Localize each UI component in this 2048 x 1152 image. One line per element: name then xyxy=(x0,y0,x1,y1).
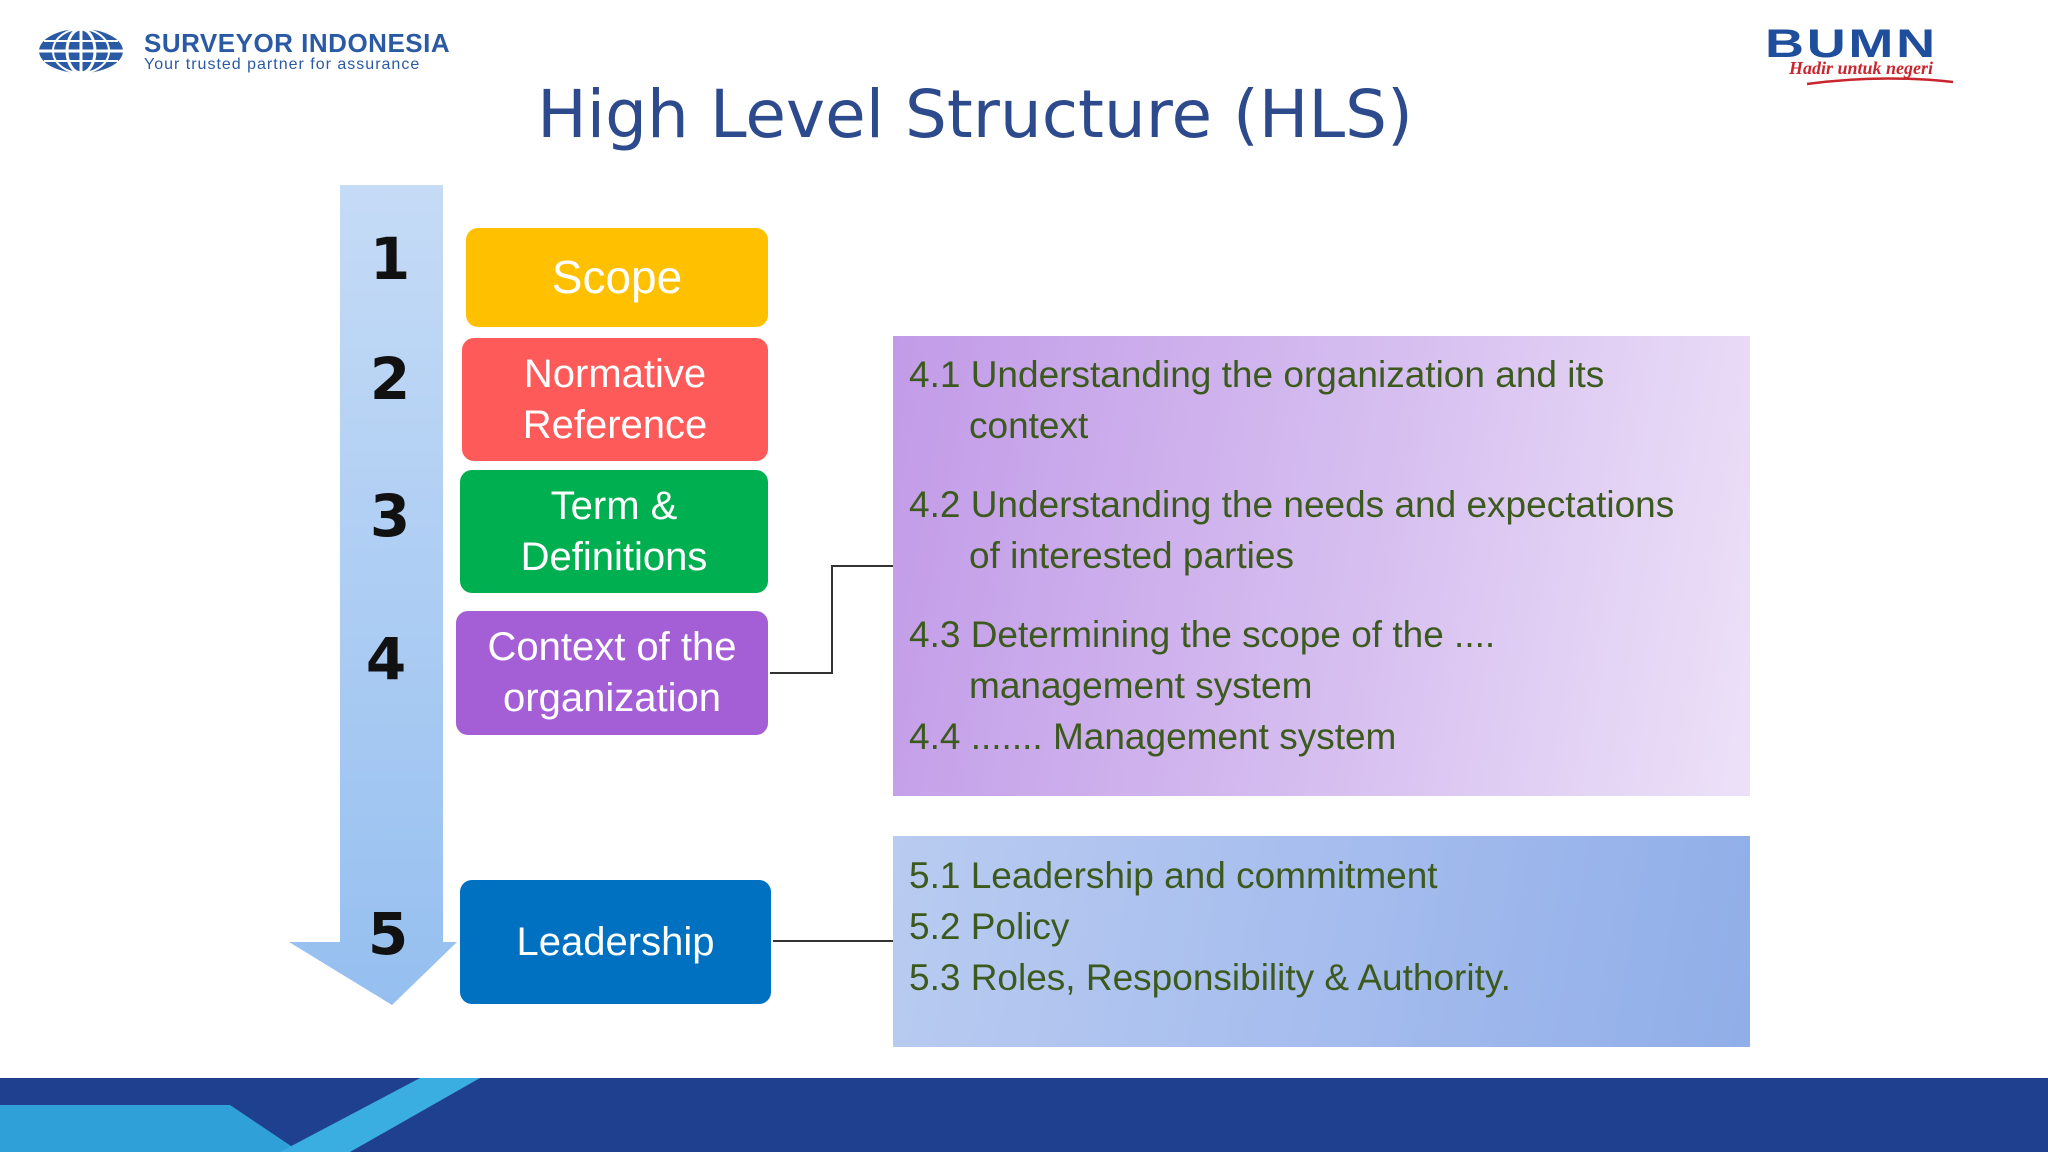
leadership-item-5-3: 5.3 Roles, Responsibility & Authority. xyxy=(909,957,1511,998)
step-context-of-organization: Context of the organization xyxy=(456,611,768,735)
context-details-panel: 4.1 Understanding the organization and i… xyxy=(893,336,1750,796)
step-term-definitions: Term & Definitions xyxy=(460,470,768,593)
bumn-logo: BUMN Hadir untuk negeri xyxy=(1765,22,2005,86)
step-leadership: Leadership xyxy=(460,880,771,1004)
leadership-details-panel: 5.1 Leadership and commitment 5.2 Policy… xyxy=(893,836,1750,1047)
step-leadership-label: Leadership xyxy=(516,919,715,964)
swoosh-icon xyxy=(1806,77,1954,86)
step-term-definitions-label: Term & Definitions xyxy=(520,483,708,579)
context-item-4-2: 4.2 Understanding the needs and expectat… xyxy=(909,484,1675,576)
step-normative-reference-label: Normative Reference xyxy=(522,351,708,447)
page-title: High Level Structure (HLS) xyxy=(537,76,1413,153)
step-number-1: 1 xyxy=(369,225,411,293)
globe-icon xyxy=(39,27,123,75)
context-item-4-4: 4.4 ....... Management system xyxy=(909,716,1397,757)
footer-band xyxy=(0,1078,2048,1152)
step-number-4: 4 xyxy=(365,625,407,693)
bumn-slogan: Hadir untuk negeri xyxy=(1789,58,1934,78)
step-context-label: Context of the organization xyxy=(487,625,737,720)
step-scope-label: Scope xyxy=(551,251,683,303)
company-tagline: Your trusted partner for assurance xyxy=(144,56,421,73)
leadership-item-5-1: 5.1 Leadership and commitment xyxy=(909,855,1438,896)
step-number-3: 3 xyxy=(369,482,411,550)
context-item-4-3: 4.3 Determining the scope of the .... ma… xyxy=(909,614,1496,706)
leadership-item-5-2: 5.2 Policy xyxy=(909,906,1070,947)
step-number-2: 2 xyxy=(369,345,411,413)
bumn-wordmark: BUMN xyxy=(1765,22,1938,66)
context-item-4-1: 4.1 Understanding the organization and i… xyxy=(909,354,1605,446)
down-arrow xyxy=(289,185,457,1005)
step-number-5: 5 xyxy=(367,900,409,968)
surveyor-indonesia-logo: SURVEYOR INDONESIA Your trusted partner … xyxy=(38,26,478,76)
step-scope: Scope xyxy=(466,228,768,327)
step-normative-reference: Normative Reference xyxy=(462,338,768,461)
company-name: SURVEYOR INDONESIA xyxy=(144,28,451,58)
